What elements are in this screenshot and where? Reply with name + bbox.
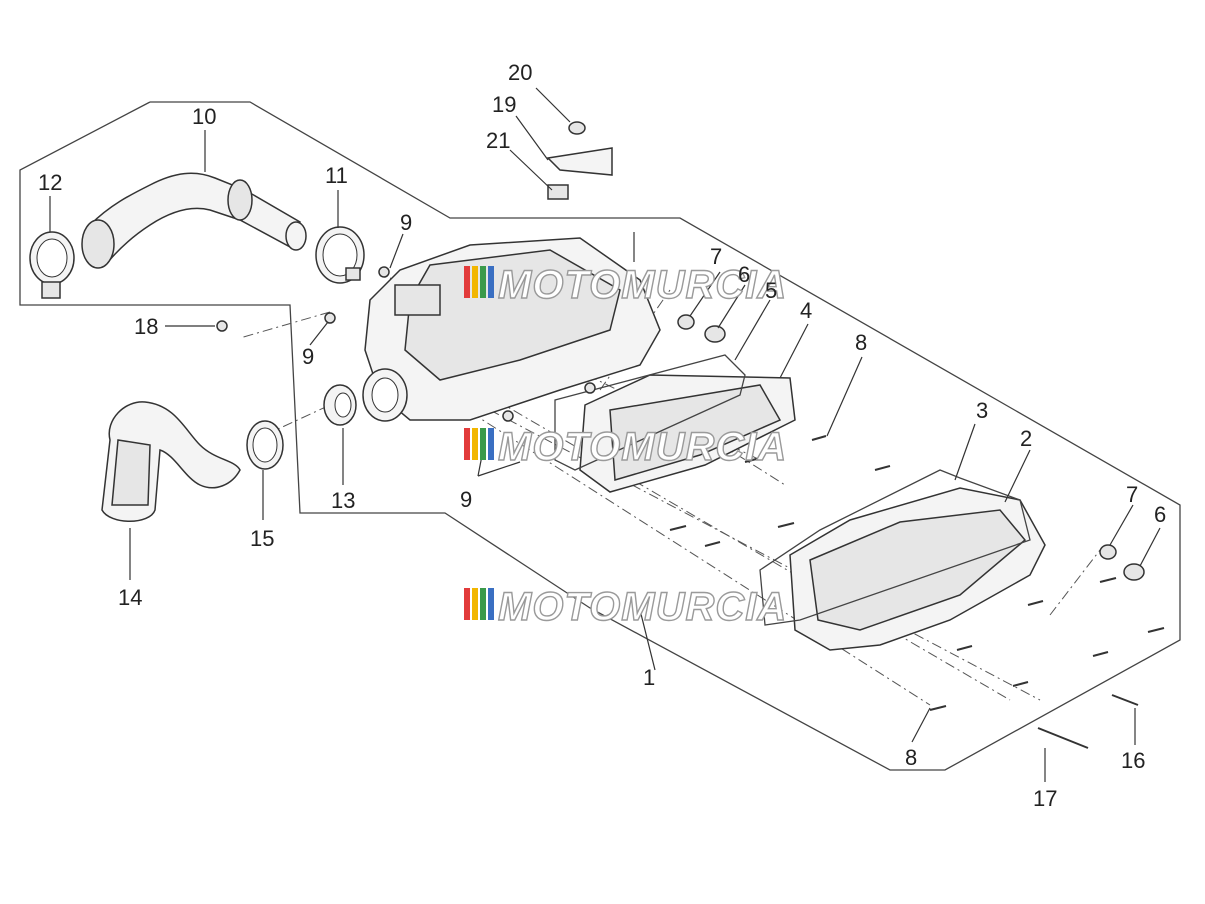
gasket-part xyxy=(554,354,746,471)
callout-1: 1 xyxy=(643,665,655,690)
svg-text:MOTOMURCIA: MOTOMURCIA xyxy=(498,425,787,469)
watermark-top: MOTOMURCIA xyxy=(464,262,787,308)
lower-clamp-part xyxy=(246,420,284,470)
bracket-part xyxy=(546,121,613,200)
assembly-outline xyxy=(19,101,1181,771)
grommet-part xyxy=(323,384,357,426)
hose-clamp-part xyxy=(29,231,75,299)
callout-6-right: 6 xyxy=(1154,502,1166,527)
airbox-cover-part xyxy=(789,487,1046,651)
callout-7-top: 7 xyxy=(710,244,722,269)
watermark-middle: MOTOMURCIA xyxy=(464,424,787,470)
callout-labels: 1 2 3 4 5 6 6 7 7 8 8 9 9 9 10 11 12 13 … xyxy=(38,60,1166,811)
svg-text:MOTOMURCIA: MOTOMURCIA xyxy=(498,585,787,629)
callout-8-bottom: 8 xyxy=(905,745,917,770)
callout-4: 4 xyxy=(800,298,812,323)
callout-7-right: 7 xyxy=(1126,482,1138,507)
callout-15: 15 xyxy=(250,526,274,551)
callout-5: 5 xyxy=(765,278,777,303)
callout-3: 3 xyxy=(976,398,988,423)
filter-element-part xyxy=(579,374,796,493)
cover-gasket-part xyxy=(759,469,1031,626)
lower-duct-part xyxy=(101,401,241,522)
callout-9-bottom: 9 xyxy=(460,487,472,512)
callout-9-top: 9 xyxy=(400,210,412,235)
callout-12: 12 xyxy=(38,170,62,195)
callout-11: 11 xyxy=(325,163,348,188)
callout-20: 20 xyxy=(508,60,532,85)
callout-17: 17 xyxy=(1033,786,1057,811)
airbox-housing-part xyxy=(362,237,661,422)
callout-16: 16 xyxy=(1121,748,1145,773)
callout-14: 14 xyxy=(118,585,142,610)
callout-9-left: 9 xyxy=(302,344,314,369)
intake-duct-part xyxy=(81,172,307,269)
fasteners xyxy=(216,266,1165,749)
callout-13: 13 xyxy=(331,488,355,513)
watermark-bottom: MOTOMURCIA xyxy=(464,584,787,630)
callout-2: 2 xyxy=(1020,426,1032,451)
callout-19: 19 xyxy=(492,92,516,117)
leader-lines xyxy=(49,87,1161,782)
clamp-part xyxy=(315,226,365,284)
svg-text:MOTOMURCIA: MOTOMURCIA xyxy=(498,263,787,307)
callout-8-top: 8 xyxy=(855,330,867,355)
callout-10: 10 xyxy=(192,104,216,129)
callout-21: 21 xyxy=(486,128,510,153)
callout-6-top: 6 xyxy=(738,262,750,287)
callout-18: 18 xyxy=(134,314,158,339)
